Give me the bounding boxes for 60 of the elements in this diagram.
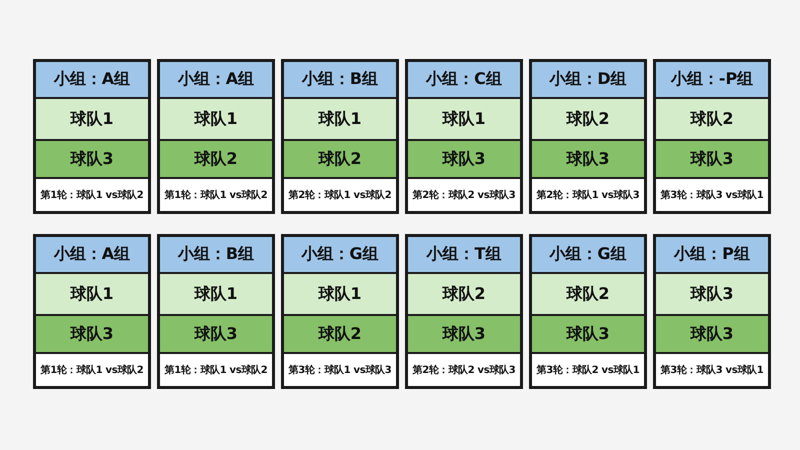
group-card: [281, 59, 399, 214]
team-row: 球队2: [318, 324, 362, 344]
round-caption: 第2轮：球队2 vs球队3: [412, 188, 516, 202]
group-header: 小组：T组: [426, 244, 502, 265]
group-header: 小组：G组: [549, 244, 627, 265]
team-row: 球队3: [194, 324, 238, 344]
group-header: 小组：-P组: [670, 69, 754, 90]
round-caption: 第2轮：球队1 vs球队3: [536, 188, 640, 202]
round-caption: 第2轮：球队1 vs球队2: [288, 188, 392, 202]
group-header: 小组：P组: [674, 244, 750, 265]
team-row: 球队2: [566, 108, 610, 130]
round-caption: 第1轮：球队1 vs球队2: [40, 364, 144, 377]
group-card: [33, 59, 151, 214]
round-caption: 第3轮：球队2 vs球队1: [536, 364, 640, 377]
team-row: 球队1: [70, 108, 114, 130]
group-card: [653, 59, 771, 214]
group-card: [157, 234, 275, 389]
round-caption: 第3轮：球队3 vs球队1: [660, 188, 764, 202]
round-caption: 第2轮：球队2 vs球队3: [412, 364, 516, 377]
team-row: 球队2: [566, 284, 610, 304]
round-caption: 第3轮：球队3 vs球队1: [660, 364, 764, 377]
team-row: 球队3: [442, 148, 486, 170]
round-caption: 第1轮：球队1 vs球队2: [40, 188, 144, 202]
team-row: 球队3: [70, 324, 114, 344]
team-row: 球队3: [690, 148, 734, 170]
round-caption: 第1轮：球队1 vs球队2: [164, 364, 268, 377]
team-row: 球队1: [442, 108, 486, 130]
group-card: [281, 234, 399, 389]
group-header: 小组：A组: [54, 244, 130, 265]
group-card: [529, 234, 647, 389]
group-header: 小组：B组: [302, 69, 378, 90]
group-header: 小组：C组: [426, 69, 502, 90]
group-card: [33, 234, 151, 389]
group-card: [653, 234, 771, 389]
group-header: 小组：G组: [301, 244, 379, 265]
team-row: 球队1: [318, 284, 362, 304]
group-header: 小组：D组: [549, 69, 627, 90]
team-row: 球队1: [194, 284, 238, 304]
team-row: 球队2: [318, 148, 362, 170]
team-row: 球队2: [194, 148, 238, 170]
group-header: 小组：A组: [54, 69, 130, 90]
team-row: 球队3: [690, 324, 734, 344]
group-header: 小组：B组: [178, 244, 254, 265]
team-row: 球队2: [690, 108, 734, 130]
team-row: 球队3: [566, 324, 610, 344]
team-row: 球队1: [318, 108, 362, 130]
group-card: [529, 59, 647, 214]
group-header: 小组：A组: [178, 69, 254, 90]
round-caption: 第1轮：球队1 vs球队2: [164, 188, 268, 202]
team-row: 球队1: [194, 108, 238, 130]
round-caption: 第3轮：球队1 vs球队3: [288, 364, 392, 377]
team-row: 球队3: [70, 148, 114, 170]
team-row: 球队3: [442, 324, 486, 344]
group-card: [405, 234, 523, 389]
team-row: 球队3: [690, 284, 734, 304]
team-row: 球队3: [566, 148, 610, 170]
group-card: [405, 59, 523, 214]
team-row: 球队2: [442, 284, 486, 304]
group-card: [157, 59, 275, 214]
team-row: 球队1: [70, 284, 114, 304]
